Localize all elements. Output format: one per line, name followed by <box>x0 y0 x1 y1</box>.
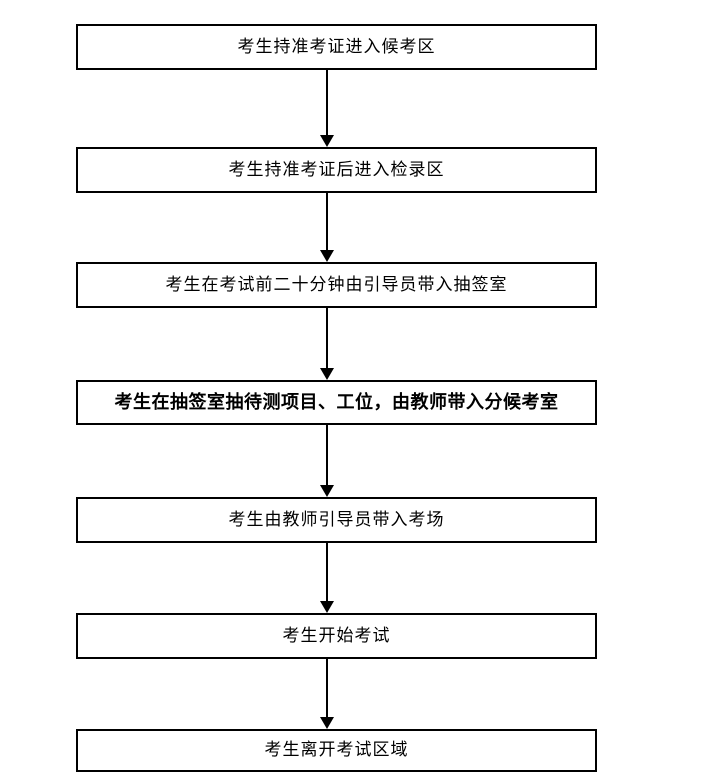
arrow-down-icon <box>320 135 334 147</box>
flow-connector-3 <box>320 308 334 380</box>
arrow-down-icon <box>320 601 334 613</box>
arrow-down-icon <box>320 485 334 497</box>
flow-step-4: 考生在抽签室抽待测项目、工位，由教师带入分候考室 <box>76 380 597 425</box>
arrow-line <box>326 193 328 250</box>
flow-step-7: 考生离开考试区域 <box>76 729 597 772</box>
arrow-down-icon <box>320 368 334 380</box>
flow-connector-1 <box>320 70 334 147</box>
flow-connector-2 <box>320 193 334 262</box>
flow-step-6-label: 考生开始考试 <box>282 625 391 645</box>
arrow-down-icon <box>320 717 334 729</box>
flow-connector-6 <box>320 659 334 729</box>
flow-connector-5 <box>320 543 334 613</box>
flow-step-5: 考生由教师引导员带入考场 <box>76 497 597 543</box>
flow-step-4-label: 考生在抽签室抽待测项目、工位，由教师带入分候考室 <box>114 391 559 412</box>
arrow-line <box>326 70 328 135</box>
flow-step-3: 考生在考试前二十分钟由引导员带入抽签室 <box>76 262 597 308</box>
flow-step-6: 考生开始考试 <box>76 613 597 659</box>
arrow-line <box>326 308 328 368</box>
flow-step-1-label: 考生持准考证进入候考区 <box>237 36 436 56</box>
arrow-down-icon <box>320 250 334 262</box>
flow-step-5-label: 考生由教师引导员带入考场 <box>228 509 445 529</box>
flow-step-2: 考生持准考证后进入检录区 <box>76 147 597 193</box>
flow-step-2-label: 考生持准考证后进入检录区 <box>228 159 445 179</box>
arrow-line <box>326 659 328 717</box>
flow-step-1: 考生持准考证进入候考区 <box>76 24 597 70</box>
arrow-line <box>326 425 328 485</box>
flow-step-7-label: 考生离开考试区域 <box>264 740 409 760</box>
flow-step-3-label: 考生在考试前二十分钟由引导员带入抽签室 <box>165 274 508 294</box>
flow-connector-4 <box>320 425 334 497</box>
arrow-line <box>326 543 328 601</box>
